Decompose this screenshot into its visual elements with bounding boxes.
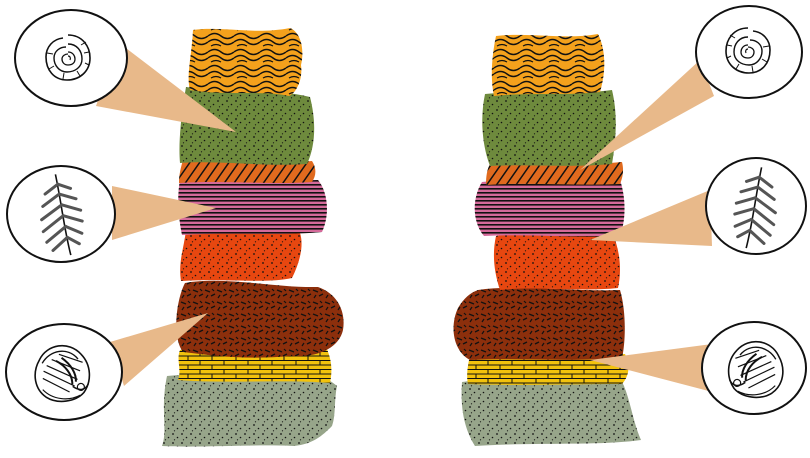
folded-orange-layer [189, 28, 303, 96]
grey-green-base-layer [462, 378, 641, 446]
green-sandstone-layer [179, 87, 314, 165]
brown-conglomerate-layer [176, 281, 343, 358]
pink-striped-layer [475, 180, 625, 237]
callout-left-trilobite [6, 324, 122, 420]
callout-right-fern [706, 158, 806, 254]
left-callouts [6, 10, 127, 420]
right-callouts [696, 6, 806, 414]
callout-left-ammonite [15, 10, 127, 106]
red-orange-layer [494, 232, 620, 290]
left-strata-column [162, 28, 344, 447]
grey-green-base-layer [162, 372, 337, 447]
folded-orange-layer [492, 34, 604, 96]
callout-right-trilobite [702, 322, 806, 414]
brown-conglomerate-layer [454, 288, 625, 360]
callout-right-ammonite [696, 6, 802, 98]
red-orange-layer [180, 227, 301, 281]
green-sandstone-layer [482, 90, 616, 166]
callout-left-fern [7, 166, 115, 262]
